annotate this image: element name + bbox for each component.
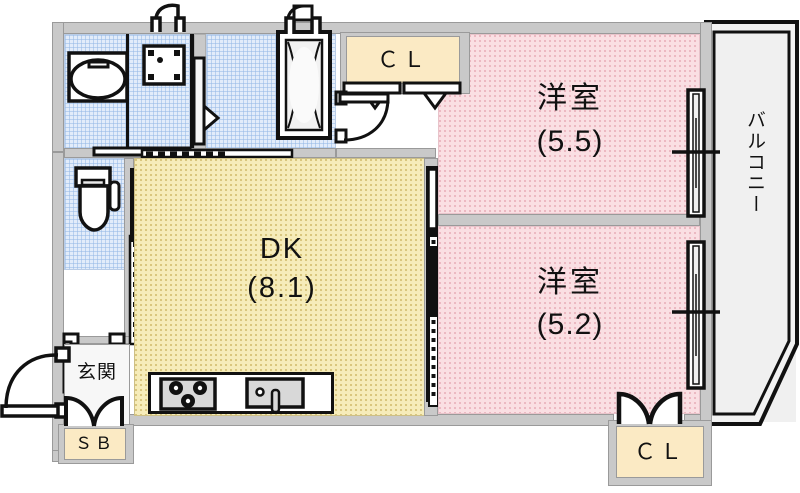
- sliding-door-rail-lower: [428, 315, 439, 407]
- washing-machine-icon: [142, 44, 186, 86]
- wall-wet-bottom-right: [336, 148, 436, 158]
- closet-top-fill: [346, 36, 460, 84]
- bathtub-icon: [67, 51, 129, 103]
- bedroom-upper-floor: [438, 34, 700, 214]
- washroom-threshold: [92, 146, 294, 159]
- bedroom-upper-label-size: (5.5): [536, 125, 604, 158]
- kitchen-sink-icon: [245, 377, 305, 414]
- balcony-window-upper[interactable]: [672, 88, 746, 218]
- vanity-mirror-icon: [276, 30, 332, 140]
- window-small-left: [150, 3, 186, 32]
- closet-top-label: ＣＬ: [376, 47, 429, 72]
- wall-between-bedrooms: [438, 214, 700, 226]
- sliding-door-bedroom-upper[interactable]: [424, 166, 444, 256]
- three-burner-stove-icon: [159, 377, 217, 411]
- bedroom-lower-floor: [438, 226, 700, 414]
- bedroom-upper-entry-door[interactable]: [334, 90, 402, 148]
- balcony-label: バルコニー: [744, 110, 765, 215]
- closet-bottom-fill: [616, 426, 704, 478]
- closet-bottom-label: ＣＬ: [633, 439, 686, 464]
- genkan-label: 玄関: [76, 362, 117, 383]
- bedroom-upper-label-main: 洋室: [537, 82, 603, 115]
- wall-bath-partition: [190, 34, 194, 152]
- dk-label-size: (8.1): [247, 272, 317, 304]
- dk-label-main: DK: [259, 233, 305, 265]
- vanity-top-fitting: [284, 4, 322, 34]
- shoebox-label: ＳＢ: [75, 434, 115, 453]
- shoebox-fill: [64, 428, 126, 460]
- bedroom-lower-label-main: 洋室: [537, 266, 603, 299]
- entrance-door[interactable]: [0, 346, 76, 430]
- bath-sliding-door[interactable]: [192, 56, 221, 148]
- bedroom-lower-label-size: (5.2): [536, 308, 604, 341]
- balcony-outline: [704, 20, 799, 426]
- balcony-window-lower[interactable]: [672, 240, 746, 390]
- wall-exterior-left-upper: [52, 22, 64, 152]
- shoebox-doors[interactable]: [62, 395, 130, 430]
- wall-washroom-left-edge: [126, 34, 129, 148]
- closet-bottom-doors[interactable]: [614, 391, 688, 428]
- toilet-icon: [74, 166, 121, 232]
